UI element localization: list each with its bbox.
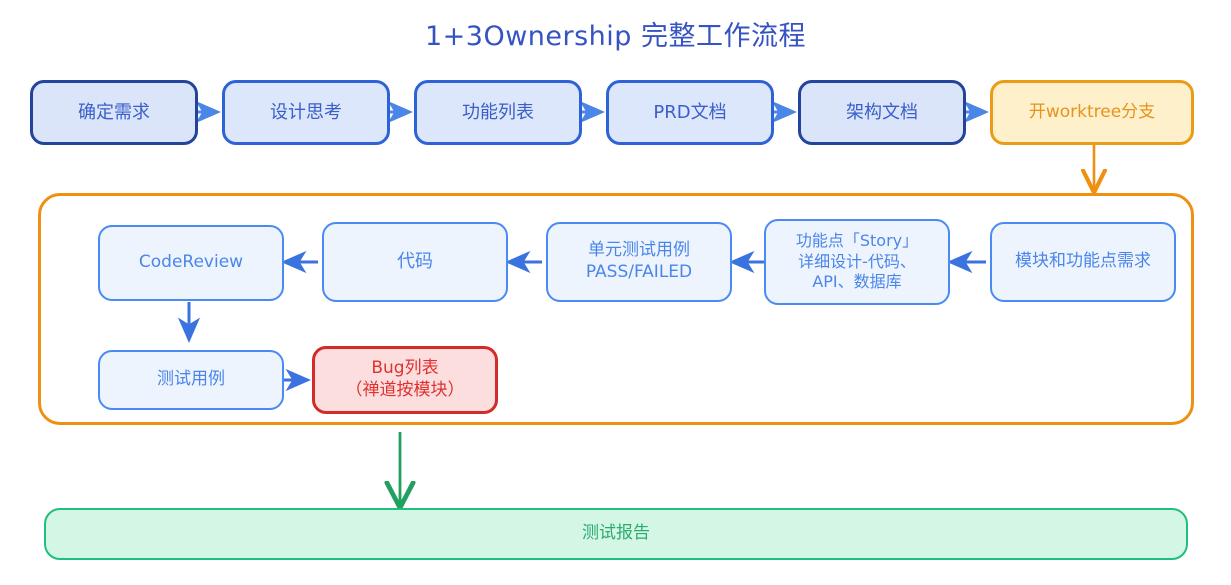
node-design-thinking[interactable]: 设计思考 [222,80,390,145]
node-test-cases[interactable]: 测试用例 [98,350,284,410]
node-code[interactable]: 代码 [322,222,508,302]
node-open-worktree-branch[interactable]: 开worktree分支 [990,80,1194,145]
node-bug-list[interactable]: Bug列表 （禅道按模块） [312,346,498,414]
development-loop-frame [38,193,1194,425]
node-module-feature-requirements[interactable]: 模块和功能点需求 [990,222,1176,302]
node-unit-test-cases[interactable]: 单元测试用例 PASS/FAILED [546,222,732,302]
node-confirm-requirements[interactable]: 确定需求 [30,80,198,145]
node-code-review[interactable]: CodeReview [98,225,284,301]
node-prd-doc[interactable]: PRD文档 [606,80,774,145]
node-test-report[interactable]: 测试报告 [44,508,1188,560]
node-feature-list[interactable]: 功能列表 [414,80,582,145]
node-story-detail-design[interactable]: 功能点「Story」 详细设计-代码、 API、数据库 [764,219,950,305]
node-architecture-doc[interactable]: 架构文档 [798,80,966,145]
page-title: 1+3Ownership 完整工作流程 [424,21,807,52]
